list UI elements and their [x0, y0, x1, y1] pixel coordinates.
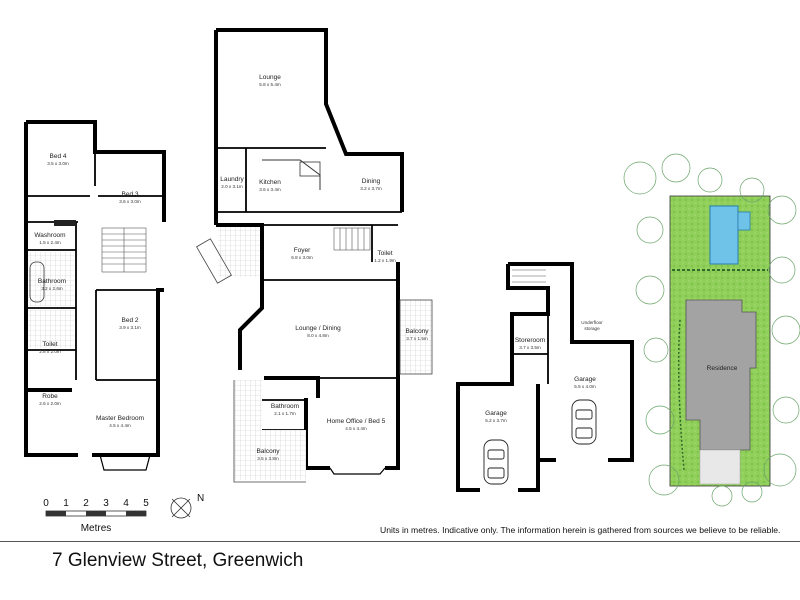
garage-interior-walls: [512, 314, 549, 384]
north-arrow-icon: N: [170, 493, 204, 519]
scale-tick-5: 5: [143, 498, 149, 509]
balcony-edge: [233, 380, 306, 483]
master-bay-window: [99, 454, 151, 471]
bathtub: [29, 261, 45, 303]
room-dims-bed4: 3.5 x 3.0m: [47, 161, 69, 166]
room-dims-underfloor: storage: [584, 326, 600, 331]
room-name-bathroom: Bathroom: [38, 278, 66, 285]
room-dims-dining: 3.2 x 3.7m: [360, 186, 382, 191]
room-name-lounge: Lounge: [259, 74, 281, 81]
washroom-counter: [54, 220, 76, 226]
room-dims-toilet2: 1.2 x 1.9m: [374, 258, 396, 263]
garage-level-plan: [456, 262, 634, 492]
room-name-laundry: Laundry: [220, 176, 244, 183]
room-dims-lounge-dining: 8.0 x 4.8m: [307, 333, 329, 338]
scale-tick-2: 2: [83, 498, 89, 509]
site-plan: [623, 153, 800, 507]
room-dims-garage-upper: 5.5 x 4.0m: [574, 384, 596, 389]
scale-tick-3: 3: [103, 498, 109, 509]
room-name-garage-upper: Garage: [574, 376, 596, 383]
room-name-office: Home Office / Bed 5: [327, 418, 386, 425]
room-name-foyer: Foyer: [294, 247, 311, 254]
pool: [709, 205, 739, 265]
car-icon: [483, 439, 509, 485]
room-name-washroom: Washroom: [34, 232, 65, 239]
room-name-dining: Dining: [362, 178, 381, 185]
floor-plan-drawing: Bed 4 3.5 x 3.0m Bed 3 3.6 x 3.0m Washro…: [24, 28, 800, 534]
north-label: N: [197, 493, 204, 504]
room-dims-office: 4.5 x 4.4m: [345, 426, 367, 431]
bathroom-tiles: [28, 252, 74, 306]
scale-tick-1: 1: [63, 498, 69, 509]
room-name-toilet: Toilet: [42, 341, 57, 348]
room-dims-balcony-east: 3.7 x 1.5m: [406, 336, 428, 341]
residence-footprint: [685, 299, 757, 451]
disclaimer-text: Units in metres. Indicative only. The in…: [380, 525, 781, 535]
property-address: 7 Glenview Street, Greenwich: [52, 550, 304, 571]
room-name-storeroom: Storeroom: [515, 337, 545, 344]
balcony-east: [399, 299, 433, 375]
foyer-stair: [333, 227, 371, 251]
room-name-kitchen: Kitchen: [259, 179, 281, 186]
room-dims-bathroom2: 2.1 x 1.7m: [274, 411, 296, 416]
sofa: [196, 238, 232, 284]
room-name-bed2: Bed 2: [122, 317, 139, 324]
office-bay-window: [329, 467, 386, 475]
room-dims-garage-lower: 5.2 x 3.7m: [485, 418, 507, 423]
room-name-garage-lower: Garage: [485, 410, 507, 417]
balcony-south: [234, 430, 306, 480]
upper-stair: [101, 227, 147, 273]
room-dims-kitchen: 3.6 x 3.4m: [259, 187, 281, 192]
room-name-balcony-south: Balcony: [256, 448, 280, 455]
kitchen-island: [299, 161, 321, 177]
toilet-tiles: [28, 310, 74, 348]
footer-divider: [0, 541, 800, 542]
room-name-robe: Robe: [42, 393, 58, 400]
room-dims-storeroom: 3.7 x 3.5m: [519, 345, 541, 350]
room-name-balcony-east: Balcony: [405, 328, 429, 335]
scale-bar: 0 1 2 3 4 5 Metres: [43, 498, 149, 534]
room-dims-master: 4.5 x 4.4m: [109, 423, 131, 428]
room-dims-bed2: 3.9 x 3.1m: [119, 325, 141, 330]
garage-stair: [512, 269, 546, 283]
scale-tick-0: 0: [43, 498, 49, 509]
room-dims-bed3: 3.6 x 3.0m: [119, 199, 141, 204]
room-labels: Bed 4 3.5 x 3.0m Bed 3 3.6 x 3.0m Washro…: [34, 74, 737, 461]
room-name-bathroom2: Bathroom: [271, 403, 299, 410]
upper-level-interior-walls: [26, 152, 164, 381]
room-name-lounge-dining: Lounge / Dining: [295, 325, 341, 332]
scale-unit-label: Metres: [81, 523, 112, 534]
room-name-master: Master Bedroom: [96, 415, 144, 422]
room-dims-robe: 2.6 x 2.0m: [39, 401, 61, 406]
room-dims-toilet: 2.8 x 2.0m: [39, 349, 61, 354]
room-dims-lounge: 5.8 x 5.4m: [259, 82, 281, 87]
room-dims-laundry: 2.0 x 3.1m: [221, 184, 243, 189]
room-name-bed3: Bed 3: [122, 191, 139, 198]
room-dims-balcony-south: 3.5 x 3.8m: [257, 456, 279, 461]
room-dims-bathroom: 3.2 x 2.6m: [41, 286, 63, 291]
room-dims-washroom: 1.5 x 2.4m: [39, 240, 61, 245]
room-name-bed4: Bed 4: [50, 153, 67, 160]
foyer-tiles: [218, 227, 260, 277]
room-dims-foyer: 6.8 x 3.0m: [291, 255, 313, 260]
scale-tick-4: 4: [123, 498, 129, 509]
room-name-residence: Residence: [707, 365, 738, 372]
room-name-toilet2: Toilet: [377, 250, 392, 257]
car-icon: [571, 399, 597, 445]
room-name-underfloor: Underfloor: [581, 320, 603, 325]
kitchen-bench: [262, 159, 321, 190]
